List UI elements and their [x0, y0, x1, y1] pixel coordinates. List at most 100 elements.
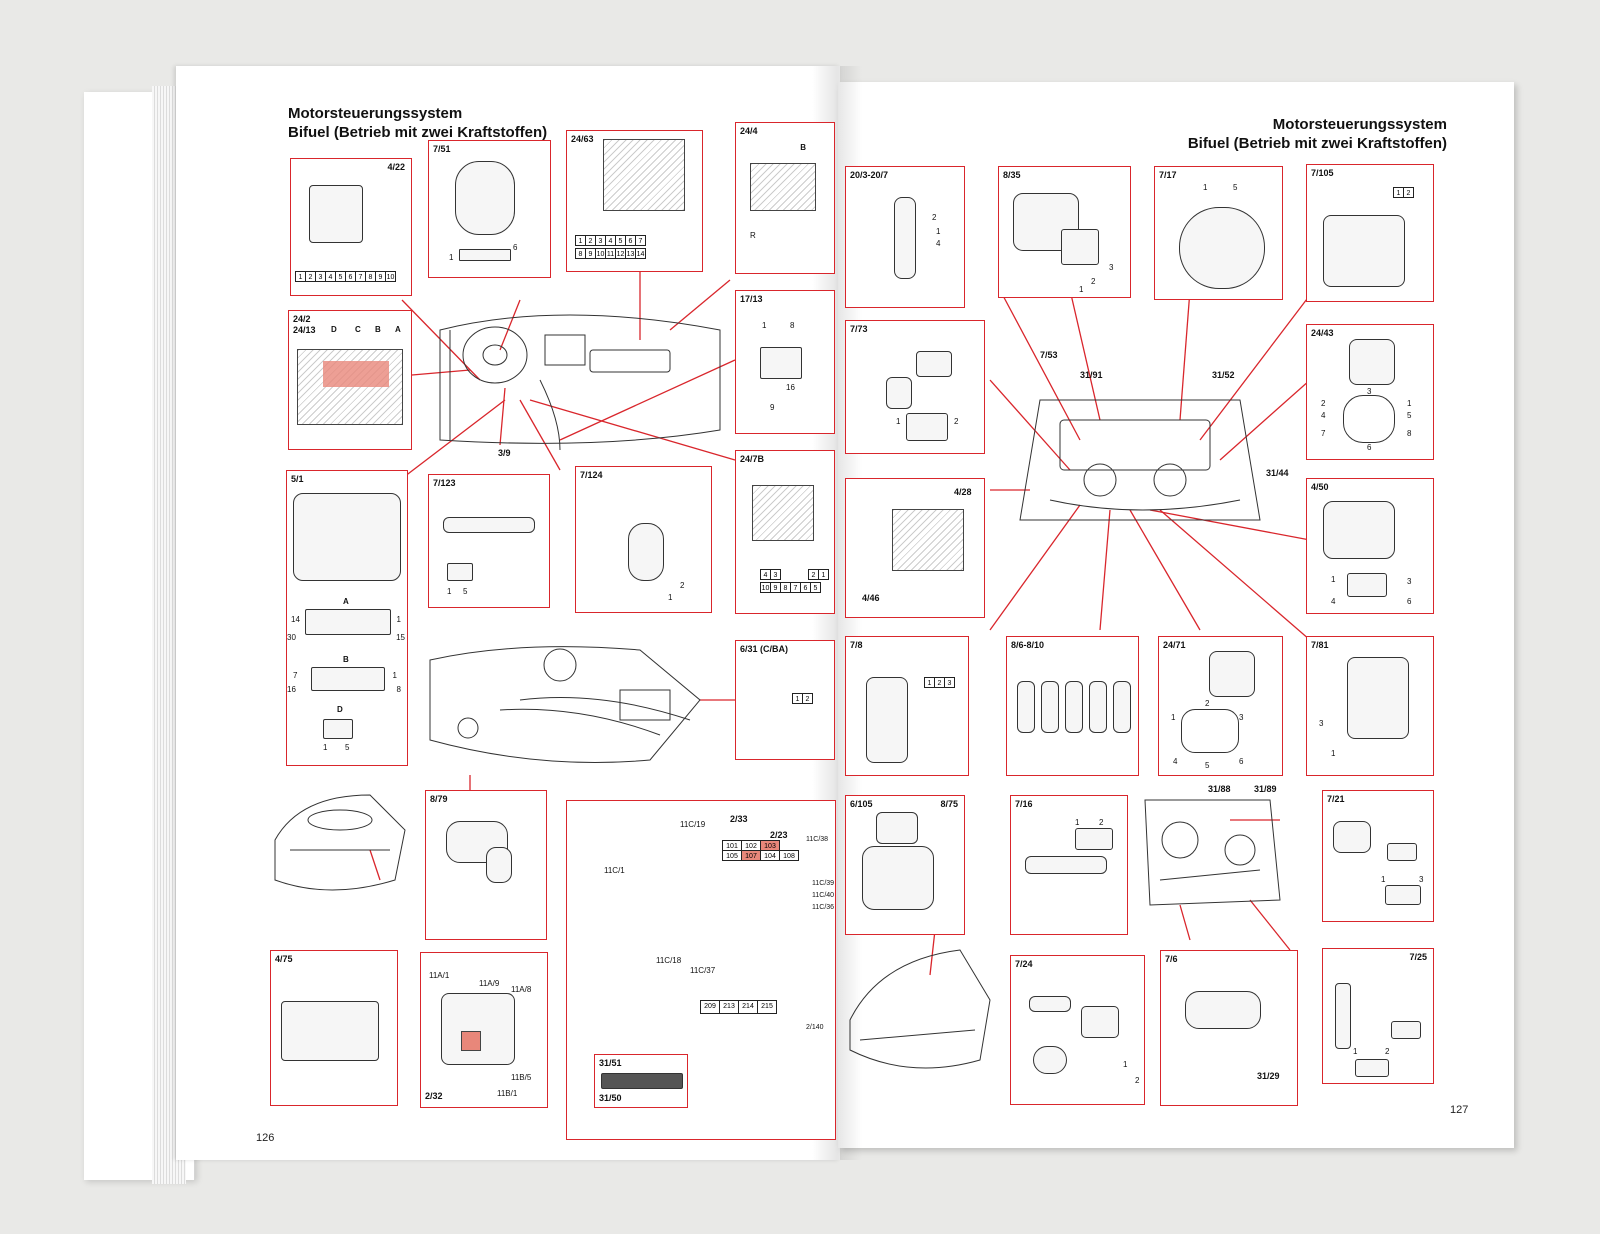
connector-part	[1209, 651, 1255, 697]
connector-strip	[601, 1073, 683, 1089]
pin-cell: 3	[944, 677, 955, 688]
sensor-part	[1333, 821, 1371, 853]
component-7-21: 7/21 1 3	[1322, 790, 1434, 922]
label-11c-1: 11C/1	[604, 866, 625, 875]
component-4-50: 4/50 1 3 4 6	[1306, 478, 1434, 614]
callout-label: R	[750, 231, 756, 240]
left-title-line2: Bifuel (Betrieb mit zwei Kraftstoffen)	[288, 124, 548, 141]
callout-label: 17/13	[740, 294, 763, 304]
callout-label: 7/51	[433, 144, 451, 154]
callout-label: 2	[1099, 818, 1104, 827]
callout-label: B	[343, 655, 349, 664]
callout-label: 8/6-8/10	[1011, 640, 1045, 650]
callout-label: 14	[291, 615, 300, 624]
injector-5	[1113, 681, 1131, 733]
callout-label: 6/105	[850, 799, 873, 809]
connector-part	[1061, 229, 1099, 265]
label-31-88: 31/88	[1208, 784, 1231, 794]
callout-label: 2	[954, 417, 959, 426]
valve-part	[486, 847, 512, 883]
connector-plug	[1075, 828, 1113, 850]
ignition-coil	[894, 197, 916, 279]
callout-label: 1	[1381, 875, 1386, 884]
pressure-switch	[1185, 991, 1261, 1029]
component-7-124: 7/124 1 2	[575, 466, 712, 613]
callout-label: 7/105	[1311, 168, 1334, 178]
callout-label: 6	[1407, 597, 1412, 606]
component-7-25: 7/25 1 2	[1322, 948, 1434, 1084]
callout-label: 8	[790, 321, 795, 330]
callout-label: D	[331, 325, 337, 334]
callout-label: 8	[396, 685, 401, 694]
component-7-73: 7/73 1 2	[845, 320, 985, 454]
pin-cell: 107	[741, 850, 761, 861]
callout-label: A	[343, 597, 349, 606]
label-31-89: 31/89	[1254, 784, 1277, 794]
connector-part	[1387, 843, 1417, 861]
callout-label: 7/6	[1165, 954, 1178, 964]
callout-label: 3	[1419, 875, 1424, 884]
callout-label: 15	[396, 633, 405, 642]
callout-label: 1	[1079, 285, 1084, 294]
callout-label: D	[337, 705, 343, 714]
injector-2	[1041, 681, 1059, 733]
callout-label: 8/75	[940, 799, 958, 809]
connector-part	[916, 351, 952, 377]
connector-housing	[752, 485, 814, 541]
component-7-51: 7/51 1 6	[428, 140, 551, 278]
label-11c-40: 11C/40	[812, 892, 835, 899]
callout-label: 6/31 (C/BA)	[740, 644, 789, 654]
label-11c-18: 11C/18	[656, 956, 682, 965]
injector-4	[1089, 681, 1107, 733]
label-31-52: 31/52	[1212, 370, 1235, 380]
pin-cell: 213	[719, 1000, 739, 1014]
callout-label: 16	[786, 383, 795, 392]
callout-label: 7/123	[433, 478, 456, 488]
valve-part	[628, 523, 664, 581]
callout-label: 5	[1233, 183, 1238, 192]
callout-label: 24/4	[740, 126, 758, 136]
right-title-line1: Motorsteuerungssystem	[1272, 116, 1447, 133]
right-title-line2: Bifuel (Betrieb mit zwei Kraftstoffen)	[1187, 135, 1447, 152]
pin-cell: 14	[635, 248, 646, 259]
fuel-rail	[862, 846, 934, 910]
callout-label: 8/35	[1003, 170, 1021, 180]
callout-label: 11B/5	[511, 1073, 532, 1082]
callout-label: 1	[447, 587, 452, 596]
callout-label: 9	[770, 403, 775, 412]
callout-label: 3	[1367, 387, 1372, 396]
diagnostic-socket	[760, 347, 802, 379]
callout-label: 1	[1075, 818, 1080, 827]
left-title-line1: Motorsteuerungssystem	[288, 105, 463, 122]
throttle-body	[1323, 501, 1395, 559]
callout-label: 24/63	[571, 134, 594, 144]
component-31-51: 31/51 31/50	[594, 1054, 688, 1108]
pin-cell: 215	[757, 1000, 777, 1014]
fuse-box-frame	[566, 800, 836, 946]
pin-cell: 108	[779, 850, 799, 861]
pin-cell: 1	[818, 569, 829, 580]
callout-label: 20/3-20/7	[850, 170, 889, 180]
callout-label: 5	[463, 587, 468, 596]
callout-label: 4	[1173, 757, 1178, 766]
callout-label: 7/21	[1327, 794, 1345, 804]
callout-label: 1	[762, 321, 767, 330]
pin-cell: 214	[738, 1000, 758, 1014]
dashboard-drawing	[439, 314, 721, 451]
right-callout-lines	[929, 289, 1311, 976]
callout-label: 5/1	[291, 474, 304, 484]
callout-label: 1	[1203, 183, 1208, 192]
callout-label: 4	[936, 239, 941, 248]
callout-label: 2/32	[425, 1091, 443, 1101]
knock-sensor	[1033, 1046, 1067, 1074]
callout-label: 11B/1	[497, 1089, 518, 1098]
callout-label: 24/71	[1163, 640, 1186, 650]
connector-part	[459, 249, 511, 261]
callout-label: 11A/1	[429, 971, 450, 980]
engine-side-view	[1144, 799, 1281, 906]
callout-label: 24/7B	[740, 454, 765, 464]
label-11c-38: 11C/38	[806, 836, 829, 843]
